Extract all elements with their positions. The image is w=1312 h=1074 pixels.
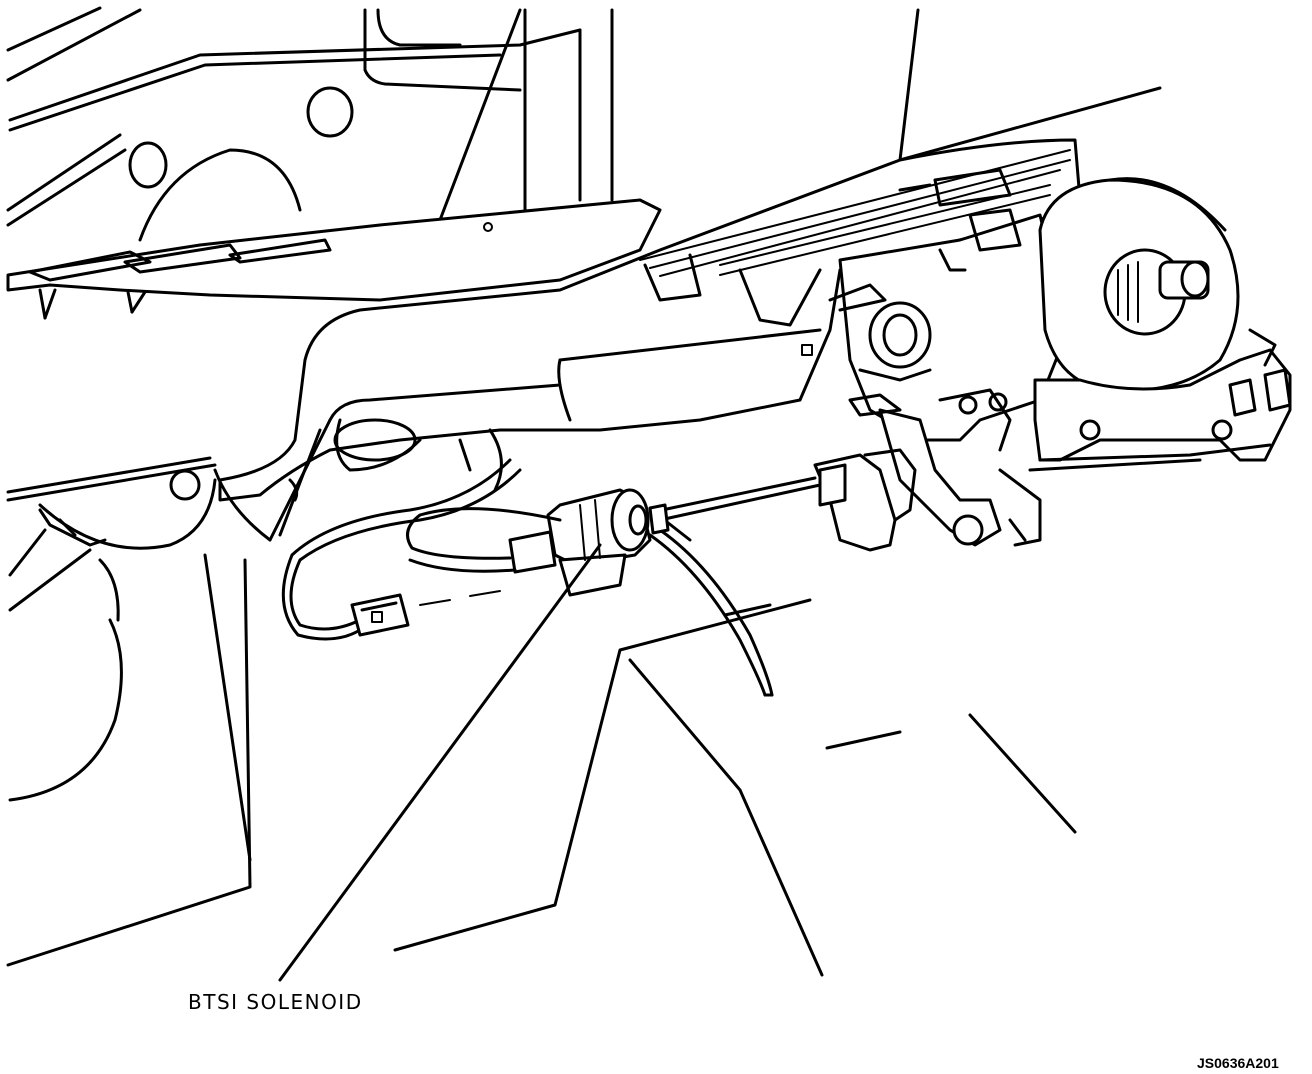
floor-lines [6, 553, 1077, 977]
figure-code: JS0636A201 [1197, 1055, 1279, 1071]
steering-wheel-hub [1038, 177, 1240, 393]
mounting-hole-upper [128, 86, 354, 189]
lower-left-housing [8, 469, 217, 802]
mounting-bracket [6, 198, 662, 320]
btsi-solenoid[interactable] [508, 488, 670, 597]
steering-column-body [218, 138, 1082, 502]
tilt-head-assembly [828, 168, 1062, 442]
cable-bracket [813, 448, 917, 552]
harness-connector[interactable] [350, 593, 410, 637]
tilt-lever-yoke [848, 388, 1042, 547]
callout-leader-line [278, 543, 602, 982]
btsi-cable [648, 476, 822, 697]
solenoid-wiring [281, 458, 562, 641]
dash-panel [6, 6, 1162, 227]
btsi-solenoid-label: BTSI SOLENOID [188, 990, 363, 1014]
lock-housing [1028, 328, 1292, 472]
dash-circular-cutout [138, 148, 302, 242]
